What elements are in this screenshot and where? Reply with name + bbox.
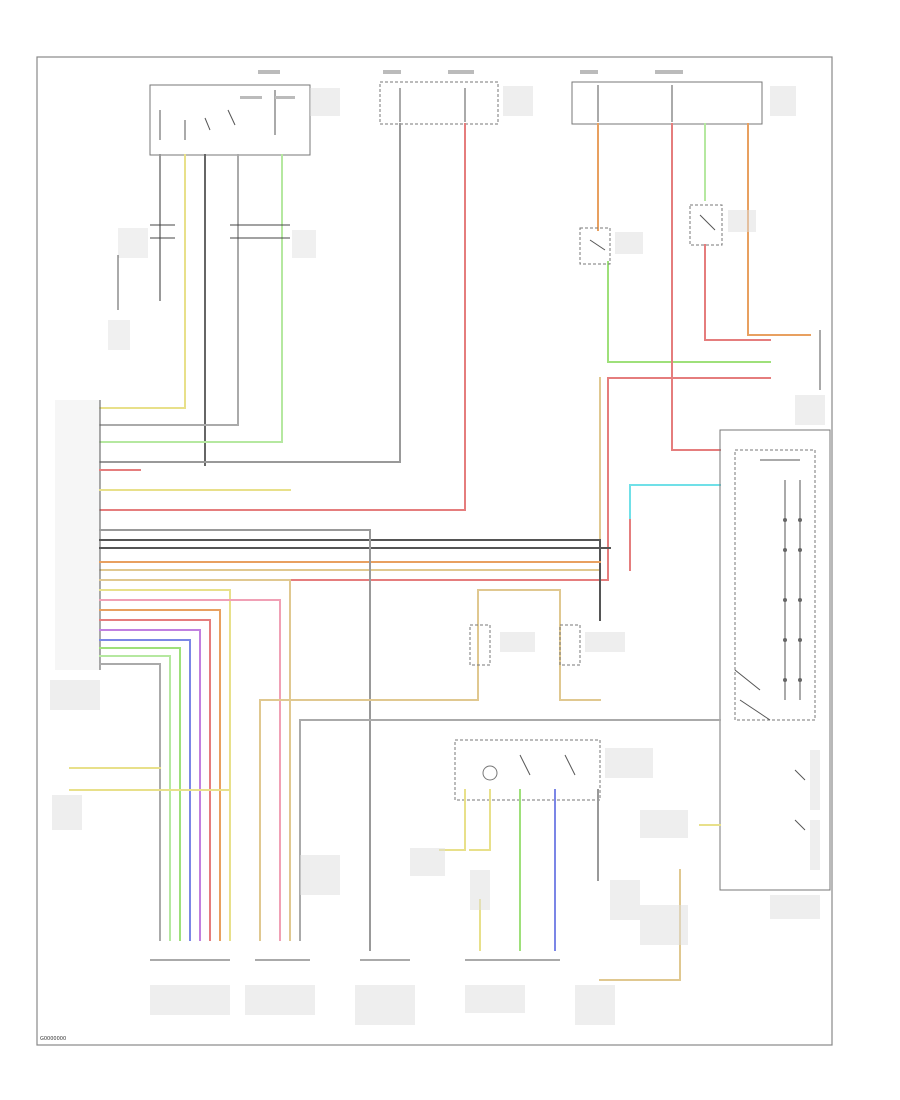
bottom-connectors [150, 855, 615, 1025]
meter-yellow-wire [599, 810, 721, 981]
top-left-wires [99, 154, 283, 466]
top-middle-wires [99, 123, 466, 511]
cyan-wire [629, 484, 721, 571]
combination-meter [719, 429, 831, 919]
top-right-fuse-box [571, 70, 796, 125]
ecm-connector [50, 400, 101, 710]
ecm-rows [99, 469, 611, 951]
middle-switches [259, 589, 625, 941]
bottom-middle-switch-group [410, 739, 653, 951]
left-connector-group [108, 224, 316, 350]
footer-code: G0000000 [40, 1036, 66, 1042]
top-middle-fuse-box [379, 70, 533, 125]
top-right-small-switch [689, 204, 756, 246]
left-small-connector [52, 767, 231, 830]
brake-light-switch [579, 227, 643, 265]
diagram-frame [36, 56, 833, 1046]
top-right-wires [99, 123, 811, 581]
right-connector-top [795, 330, 825, 425]
top-left-fuse-box [149, 70, 340, 156]
